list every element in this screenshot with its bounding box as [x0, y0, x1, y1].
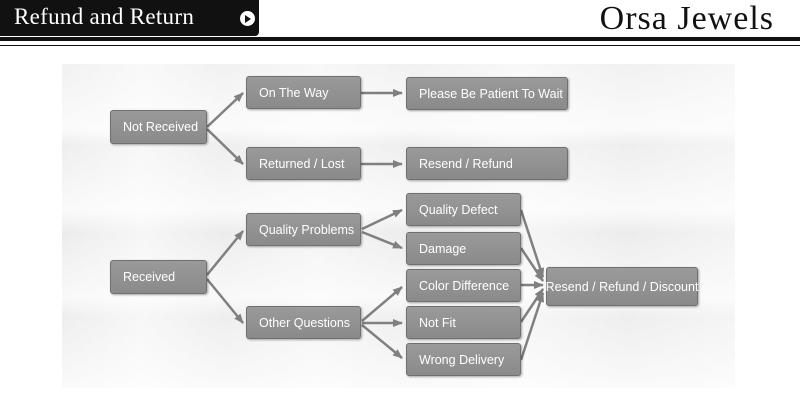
arrow-defect-resolve: [519, 209, 545, 278]
node-resend-refund: Resend / Refund: [406, 147, 568, 180]
brand-logo: Orsa Jewels: [599, 0, 774, 37]
arrow-quality-damage: [361, 230, 403, 250]
node-damage: Damage: [406, 232, 521, 265]
node-other-questions: Other Questions: [246, 306, 361, 339]
arrow-damage-resolve: [519, 247, 545, 282]
header-divider-thick: [0, 37, 800, 41]
node-please-wait: Please Be Patient To Wait: [406, 77, 568, 110]
node-wrong-delivery: Wrong Delivery: [406, 343, 521, 376]
node-not-fit: Not Fit: [406, 306, 521, 339]
node-returned-lost: Returned / Lost: [246, 147, 361, 180]
arrow-quality-defect: [361, 208, 403, 231]
arrow-other-color: [361, 286, 403, 322]
play-arrow-icon[interactable]: [240, 11, 255, 26]
header-divider-thin: [0, 45, 800, 46]
page-title: Refund and Return: [14, 4, 195, 29]
arrow-wrong-resolve: [519, 292, 545, 361]
arrow-not-received-returned-lost: [206, 128, 244, 165]
arrow-received-other: [206, 278, 244, 324]
node-resend-refund-discount: Resend / Refund / Discount: [546, 267, 698, 306]
node-quality-problems: Quality Problems: [246, 213, 361, 246]
node-on-the-way: On The Way: [246, 76, 361, 109]
node-quality-defect: Quality Defect: [406, 193, 521, 226]
node-color-difference: Color Difference: [406, 269, 521, 302]
arrow-not-received-on-the-way: [206, 92, 244, 128]
arrow-other-wrong: [361, 324, 403, 359]
node-received: Received: [110, 260, 207, 294]
header-tab: Refund and Return: [0, 0, 259, 36]
arrow-received-quality: [206, 230, 244, 276]
node-not-received: Not Received: [110, 110, 207, 144]
